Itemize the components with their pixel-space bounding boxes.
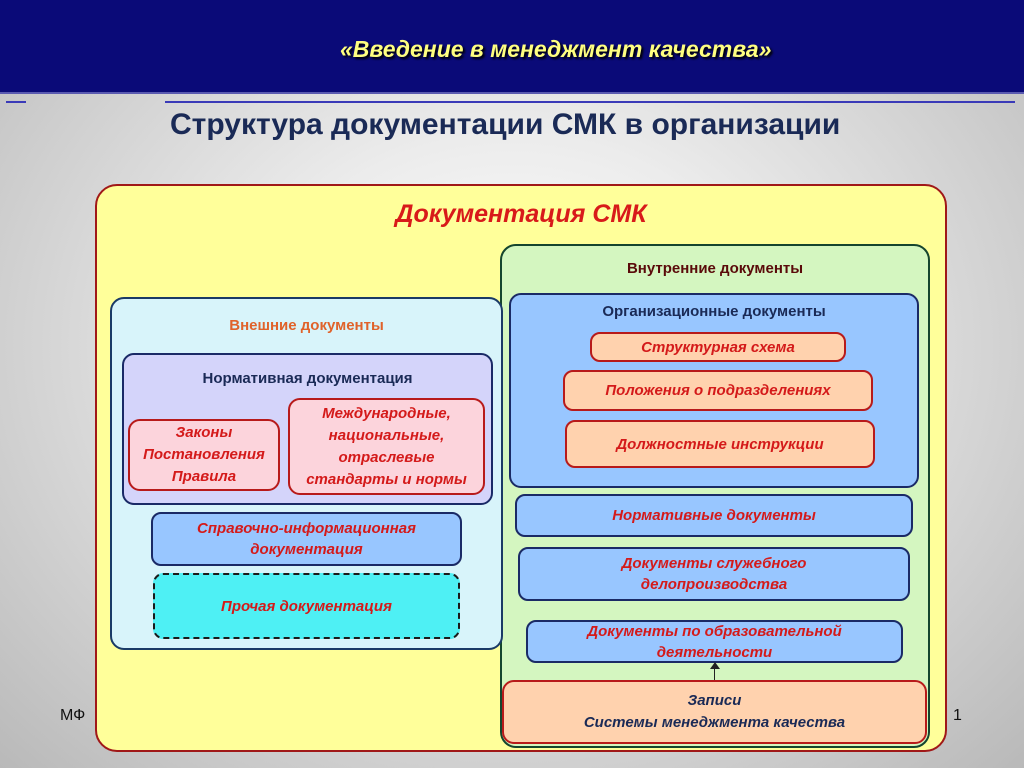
job-instructions-label: Должностные инструкции bbox=[616, 435, 824, 453]
laws-box: Законы Постановления Правила bbox=[128, 419, 280, 491]
laws-line: Постановления bbox=[143, 446, 265, 463]
organizational-documents-title: Организационные документы bbox=[602, 303, 826, 320]
slide-number: 1 bbox=[953, 707, 962, 724]
header-banner: «Введение в менеджмент качества» bbox=[0, 0, 1024, 94]
standards-box: Международные, национальные, отраслевые … bbox=[288, 398, 485, 495]
qms-records-box: Записи Системы менеджмента качества bbox=[502, 680, 927, 744]
standards-line: отраслевые bbox=[338, 448, 435, 466]
laws-line: Законы bbox=[175, 424, 233, 441]
office-documents-box: Документы служебного делопроизводства bbox=[518, 547, 910, 601]
slide-title: Структура документации СМК в организации bbox=[170, 108, 841, 141]
internal-documents-title: Внутренние документы bbox=[626, 260, 804, 277]
reference-line: документация bbox=[250, 541, 363, 558]
job-instructions-box: Должностные инструкции bbox=[565, 420, 875, 468]
division-regulations-label: Положения о подразделениях bbox=[605, 382, 831, 399]
standards-line: стандарты и нормы bbox=[306, 470, 467, 488]
reference-documentation-box: Справочно-информационная документация bbox=[151, 512, 462, 566]
normative-documentation-title: Нормативная документация bbox=[202, 370, 413, 387]
laws-line: Правила bbox=[171, 468, 237, 485]
records-line: Записи bbox=[687, 692, 742, 709]
divider-long bbox=[165, 101, 1015, 103]
structure-scheme-label: Структурная схема bbox=[641, 338, 795, 356]
records-line: Системы менеджмента качества bbox=[583, 714, 846, 731]
structure-scheme-box: Структурная схема bbox=[590, 332, 846, 362]
other-documentation-box: Прочая документация bbox=[153, 573, 460, 639]
footer-left-text: МФ bbox=[60, 707, 86, 724]
education-line: деятельности bbox=[656, 643, 773, 661]
qms-documentation-title: Документация СМК bbox=[395, 200, 647, 228]
divider-short bbox=[6, 101, 26, 103]
office-line: делопроизводства bbox=[640, 576, 788, 593]
division-regulations-box: Положения о подразделениях bbox=[563, 370, 873, 411]
normative-documents-box: Нормативные документы bbox=[515, 494, 913, 537]
education-documents-box: Документы по образовательной деятельност… bbox=[526, 620, 903, 663]
arrow-connector bbox=[714, 667, 715, 681]
standards-line: национальные, bbox=[328, 426, 445, 444]
other-documentation-label: Прочая документация bbox=[221, 597, 392, 615]
standards-line: Международные, bbox=[322, 404, 451, 422]
reference-line: Справочно-информационная bbox=[197, 520, 416, 537]
arrow-up-icon bbox=[710, 662, 720, 669]
education-line: Документы по образовательной bbox=[587, 622, 842, 640]
banner-title: «Введение в менеджмент качества» bbox=[340, 36, 772, 62]
office-line: Документы служебного bbox=[621, 555, 807, 572]
external-documents-title: Внешние документы bbox=[229, 317, 384, 334]
normative-documents-label: Нормативные документы bbox=[612, 507, 816, 524]
